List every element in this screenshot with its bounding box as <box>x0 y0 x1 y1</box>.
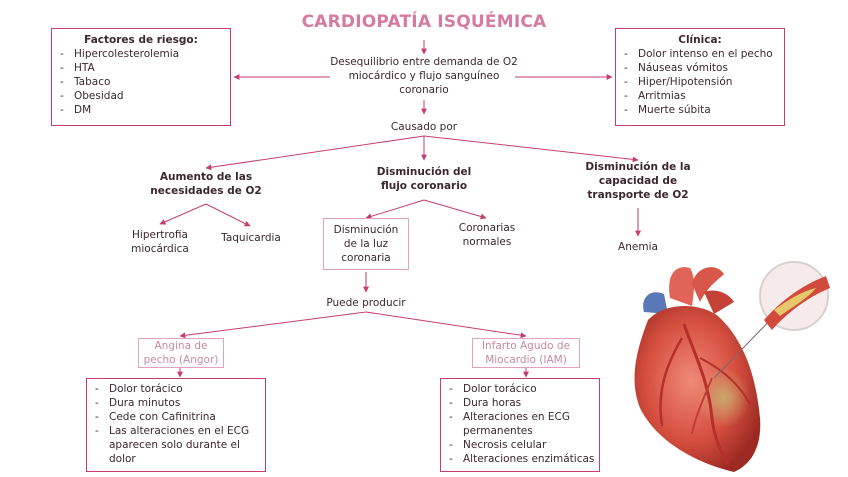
tachycardia-node: Taquicardia <box>221 232 281 244</box>
branch-flow-line-1: Disminución del <box>376 166 472 178</box>
risk-factors-heading: Factores de riesgo: <box>84 34 198 46</box>
risk-factors-box: Factores de riesgo: Hipercolesterolemia … <box>51 28 231 126</box>
clinical-box: Clínica: Dolor intenso en el pecho Náuse… <box>615 28 785 126</box>
list-item: Dolor intenso en el pecho <box>616 47 784 61</box>
branch-capacity-line-3: transporte de O2 <box>587 189 689 201</box>
clinical-list: Dolor intenso en el pecho Náuseas vómito… <box>616 47 784 117</box>
list-item: Cede con Cafinitrina <box>87 410 265 424</box>
lumen-line-3: coronaria <box>341 252 391 264</box>
list-item: Hiper/Hipotensión <box>616 75 784 89</box>
arrow-produce-iam <box>365 311 527 339</box>
list-item: Dolor torácico <box>441 382 599 396</box>
arrow-caused-capacity <box>423 135 639 163</box>
list-item: Arritmias <box>616 89 784 103</box>
diagram-title: CARDIOPATÍA ISQUÉMICA <box>301 12 547 32</box>
branch-capacity-line-1: Disminución de la <box>585 161 691 173</box>
list-item: Dura minutos <box>87 396 265 410</box>
iam-line-1: Infarto Agudo de <box>481 340 571 352</box>
heart-illustration-icon <box>634 261 830 472</box>
clinical-heading: Clínica: <box>678 34 722 46</box>
arrow-caused-increase <box>205 135 425 171</box>
list-item: Dura horas <box>441 396 599 410</box>
list-item: Alteraciones enzimáticas <box>441 452 599 466</box>
normal-line-1: Coronarias <box>458 222 516 234</box>
iam-list-box: Dolor torácico Dura horas Alteraciones e… <box>440 378 600 472</box>
hypertrophy-line-2: miocárdica <box>131 243 189 255</box>
branch-increase-line-2: necesidades de O2 <box>150 185 262 197</box>
arrow-flow-normal <box>423 199 487 220</box>
branch-decrease-capacity: Disminución de la capacidad de transport… <box>574 160 702 202</box>
arrow-flow-lumen <box>365 199 425 220</box>
branch-flow-line-2: flujo coronario <box>380 180 468 192</box>
central-line-1: Desequilibrio entre demanda de O2 <box>330 56 518 68</box>
list-item: Obesidad <box>52 89 230 103</box>
branch-increase: Aumento de las necesidades de O2 <box>136 170 276 198</box>
arrow-increase-hypertrophy <box>159 203 207 225</box>
lumen-line-1: Disminución <box>333 224 399 236</box>
branch-capacity-line-2: capacidad de <box>598 175 678 187</box>
branch-increase-line-1: Aumento de las <box>159 171 253 183</box>
list-item: Náuseas vómitos <box>616 61 784 75</box>
normal-line-2: normales <box>462 236 512 248</box>
iam-list: Dolor torácico Dura horas Alteraciones e… <box>441 382 599 466</box>
list-item: Muerte súbita <box>616 103 784 117</box>
may-produce-label: Puede producir <box>326 297 406 309</box>
central-node: Desequilibrio entre demanda de O2 miocár… <box>322 55 526 97</box>
normal-coronaries-node: Coronarias normales <box>444 221 530 249</box>
branch-decrease-flow: Disminución del flujo coronario <box>360 165 488 193</box>
arrow-produce-angina <box>179 311 367 339</box>
lumen-box: Disminución de la luz coronaria <box>323 218 409 270</box>
list-item: Hipercolesterolemia <box>52 47 230 61</box>
angina-heading-box: Angina de pecho (Angor) <box>138 338 224 368</box>
central-line-2: miocárdico y flujo sanguíneo <box>348 70 500 82</box>
list-item: Necrosis celular <box>441 438 599 452</box>
anemia-node: Anemia <box>618 241 658 253</box>
hypertrophy-node: Hipertrofia miocárdica <box>110 228 210 256</box>
angina-list: Dolor torácico Dura minutos Cede con Caf… <box>87 382 265 466</box>
list-item: Tabaco <box>52 75 230 89</box>
central-line-3: coronario <box>399 84 449 96</box>
angina-line-1: Angina de <box>154 340 208 352</box>
list-item: HTA <box>52 61 230 75</box>
iam-line-2: Miocardio (IAM) <box>485 354 567 366</box>
list-item: DM <box>52 103 230 117</box>
list-item: Dolor torácico <box>87 382 265 396</box>
arrow-increase-tachycardia <box>205 203 251 227</box>
angina-line-2: pecho (Angor) <box>143 354 219 366</box>
list-item: Las alteraciones en el ECG aparecen solo… <box>87 424 265 466</box>
angina-list-box: Dolor torácico Dura minutos Cede con Caf… <box>86 378 266 472</box>
lumen-line-2: de la luz <box>343 238 389 250</box>
list-item: Alteraciones en ECG permanentes <box>441 410 599 438</box>
hypertrophy-line-1: Hipertrofia <box>132 229 188 241</box>
iam-heading-box: Infarto Agudo de Miocardio (IAM) <box>472 338 580 368</box>
risk-factors-list: Hipercolesterolemia HTA Tabaco Obesidad … <box>52 47 230 117</box>
caused-by-label: Causado por <box>390 121 458 133</box>
